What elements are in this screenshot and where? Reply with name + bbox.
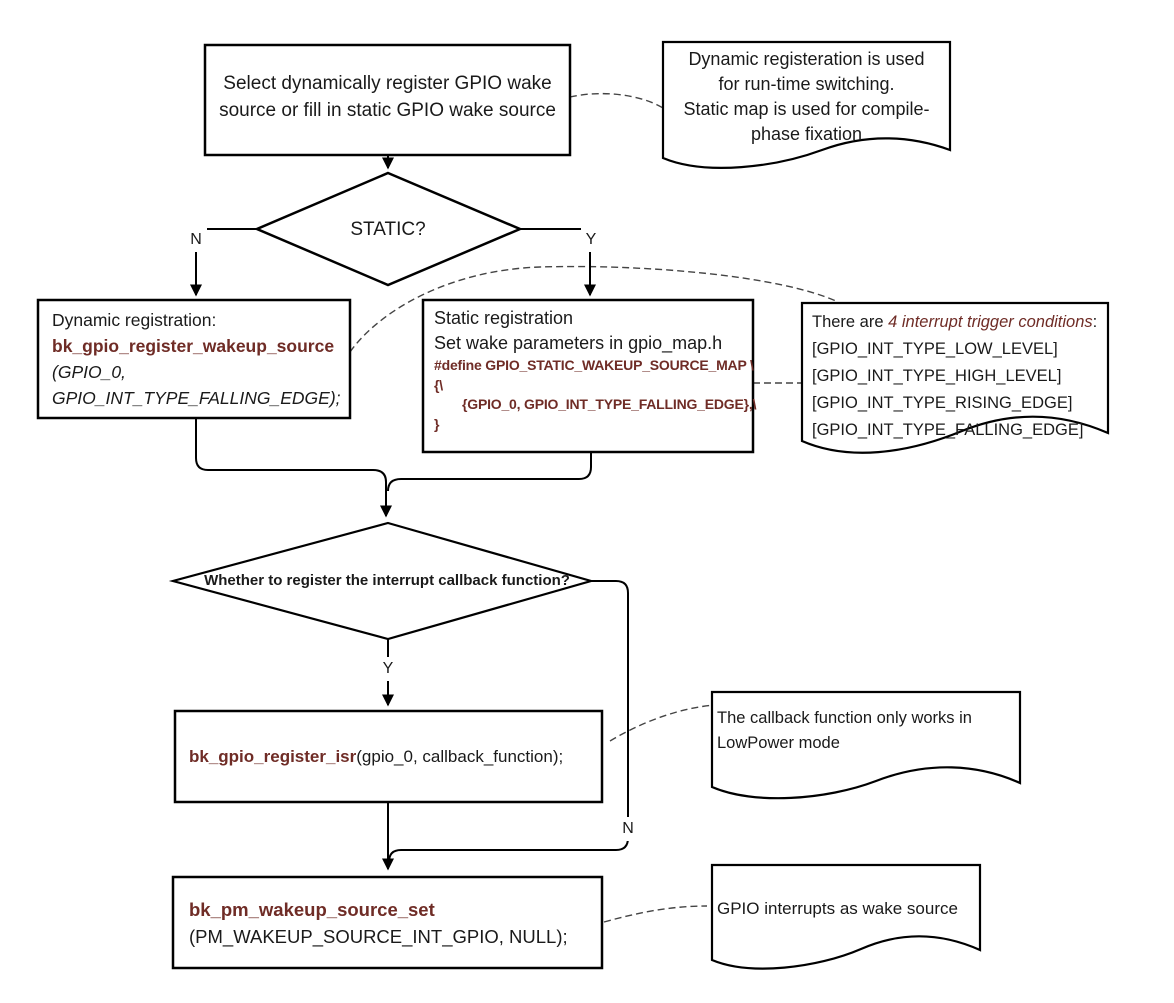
static-box-code1: #define GPIO_STATIC_WAKEUP_SOURCE_MAP \ bbox=[434, 357, 754, 373]
trigger-item: [GPIO_INT_TYPE_HIGH_LEVEL] bbox=[812, 367, 1062, 385]
register-isr-box: bk_gpio_register_isr(gpio_0, callback_fu… bbox=[189, 711, 599, 802]
branch-label-yes-callback: Y bbox=[378, 657, 398, 681]
note-dynamic-static: Dynamic registeration is used for run-ti… bbox=[663, 47, 950, 147]
static-box-shape bbox=[421, 298, 755, 454]
dynamic-box-title: Dynamic registration: bbox=[52, 310, 217, 330]
dynamic-box-shape bbox=[36, 298, 352, 420]
start-box-line2: source or fill in static GPIO wake sourc… bbox=[219, 100, 556, 121]
connector-no-bypass bbox=[388, 580, 629, 863]
note-trigger-conditions: There are 4 interrupt trigger conditions… bbox=[812, 309, 1108, 444]
dashed-connector-isr-note bbox=[609, 704, 716, 742]
note-wake-source: GPIO interrupts as wake source bbox=[717, 899, 958, 918]
isr-func: bk_gpio_register_isr bbox=[189, 746, 357, 766]
start-box: Select dynamically register GPIO wake so… bbox=[205, 70, 570, 124]
intro-emphasis: 4 interrupt trigger conditions bbox=[888, 313, 1093, 331]
note-callback: The callback function only works in LowP… bbox=[717, 706, 1009, 756]
static-box-code2: {\ bbox=[434, 376, 443, 393]
note-line: The callback function only works in bbox=[717, 709, 972, 727]
trigger-item: [GPIO_INT_TYPE_LOW_LEVEL] bbox=[812, 340, 1058, 358]
static-box-code3: {GPIO_0, GPIO_INT_TYPE_FALLING_EDGE},\ bbox=[462, 396, 757, 412]
note-line: Static map is used for compile- bbox=[683, 99, 930, 119]
connector-static-merge bbox=[387, 452, 592, 492]
note-line: LowPower mode bbox=[717, 734, 840, 752]
intro-prefix: There are bbox=[812, 313, 889, 331]
intro-suffix: : bbox=[1092, 313, 1098, 331]
pm-func: bk_pm_wakeup_source_set bbox=[189, 898, 435, 920]
note-line: for run-time switching. bbox=[718, 74, 895, 94]
dashed-connector-dynamic-note bbox=[349, 265, 839, 353]
pm-wakeup-box: bk_pm_wakeup_source_set (PM_WAKEUP_SOURC… bbox=[189, 877, 599, 968]
isr-box-shape bbox=[173, 709, 604, 804]
static-box-subtitle: Set wake parameters in gpio_map.h bbox=[434, 333, 723, 353]
isr-args: (gpio_0, callback_function); bbox=[356, 746, 564, 766]
branch-label-no: N bbox=[185, 228, 207, 252]
pm-box-shape bbox=[171, 875, 604, 970]
dynamic-box-func: bk_gpio_register_wakeup_source bbox=[52, 336, 335, 356]
note-line: phase fixation bbox=[750, 124, 863, 144]
dynamic-box-arg1: (GPIO_0, bbox=[52, 362, 126, 382]
dashed-connector-pm-note bbox=[603, 905, 708, 923]
start-box-line1: Select dynamically register GPIO wake bbox=[223, 73, 552, 94]
trigger-item: [GPIO_INT_TYPE_FALLING_EDGE] bbox=[812, 421, 1084, 439]
note-wake-source-shape bbox=[710, 863, 982, 970]
connector-yes-to-static bbox=[520, 228, 596, 297]
static-box-title: Static registration bbox=[434, 308, 574, 328]
note-callback-shape bbox=[710, 690, 1022, 800]
static-box-code4: } bbox=[434, 415, 440, 432]
dashed-connector-start-note bbox=[569, 92, 664, 109]
note-line: Dynamic registeration is used bbox=[688, 49, 925, 69]
start-box-shape bbox=[203, 43, 572, 157]
decision-static-diamond bbox=[253, 171, 524, 287]
dynamic-registration-box: Dynamic registration: bk_gpio_register_w… bbox=[52, 307, 344, 411]
connector-dynamic-to-decision2 bbox=[195, 418, 392, 518]
branch-label-no-callback: N bbox=[617, 817, 639, 841]
note-triggers-intro: There are 4 interrupt trigger conditions… bbox=[812, 309, 1108, 336]
note-trigger-conditions-shape bbox=[800, 301, 1110, 454]
branch-label-yes: Y bbox=[581, 228, 601, 252]
note-dynamic-static-shape bbox=[661, 40, 952, 169]
decision-static-label: STATIC? bbox=[350, 219, 426, 240]
decision-callback-label: Whether to register the interrupt callba… bbox=[204, 572, 570, 589]
static-registration-box: Static registration Set wake parameters … bbox=[434, 306, 757, 434]
pm-args: (PM_WAKEUP_SOURCE_INT_GPIO, NULL); bbox=[189, 925, 568, 947]
isr-box-line: bk_gpio_register_isr(gpio_0, callback_fu… bbox=[189, 747, 563, 767]
trigger-item: [GPIO_INT_TYPE_RISING_EDGE] bbox=[812, 394, 1073, 412]
dynamic-box-arg2: GPIO_INT_TYPE_FALLING_EDGE); bbox=[52, 388, 341, 408]
